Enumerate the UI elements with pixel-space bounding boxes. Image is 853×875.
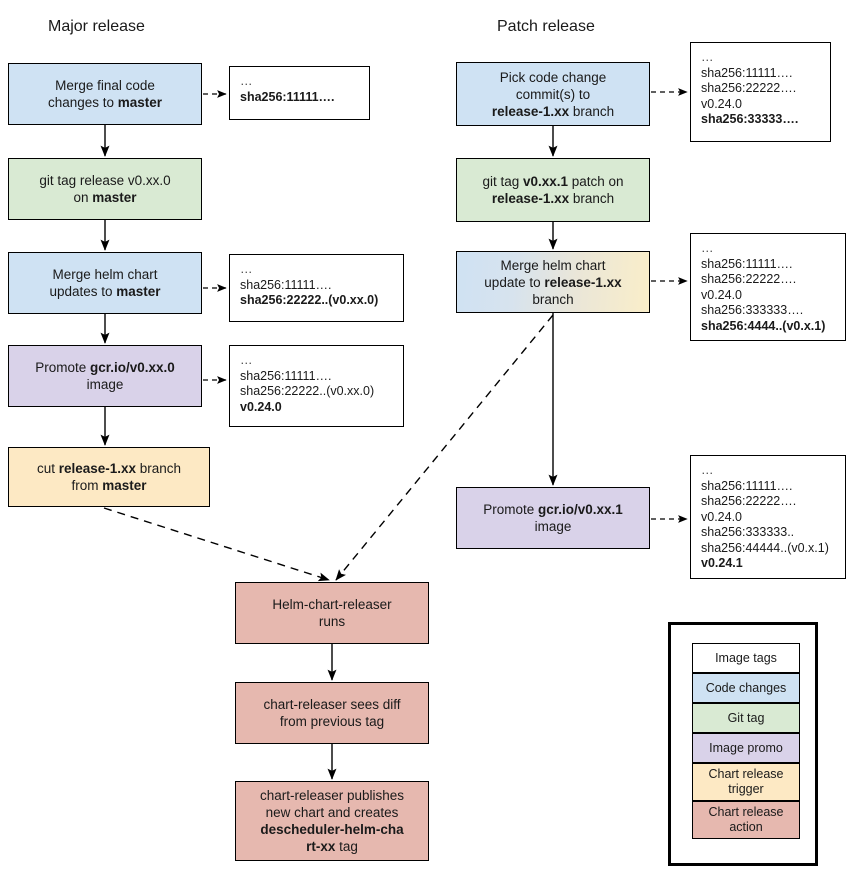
major-tag-arrows: [203, 90, 227, 384]
legend-item-image-promo: Image promo: [692, 733, 800, 763]
legend-item-code-changes: Code changes: [692, 673, 800, 703]
patch-tag-arrows: [651, 88, 688, 523]
legend-list: Image tags Code changes Git tag Image pr…: [692, 643, 800, 839]
infobox-tags-after-merge-final-code: … sha256:11111….: [229, 66, 370, 120]
column-title-patch-release: Patch release: [497, 18, 595, 35]
legend-item-chart-release-action: Chart release action: [692, 801, 800, 839]
column-title-major-release: Major release: [48, 18, 145, 35]
legend-item-git-tag: Git tag: [692, 703, 800, 733]
infobox-tags-after-promote-image-0: … sha256:11111…. sha256:22222..(v0.xx.0)…: [229, 345, 404, 427]
legend-item-chart-release-trigger: Chart release trigger: [692, 763, 800, 801]
infobox-tags-after-merge-helm-chart: … sha256:11111…. sha256:22222..(v0.xx.0): [229, 254, 404, 322]
infobox-tags-after-merge-helm-chart-release: … sha256:11111…. sha256:22222…. v0.24.0 …: [690, 233, 846, 341]
infobox-tags-after-pick-code-change: … sha256:11111…. sha256:22222…. v0.24.0 …: [690, 42, 831, 142]
legend-item-image-tags: Image tags: [692, 643, 800, 673]
legend-panel: Image tags Code changes Git tag Image pr…: [668, 622, 818, 866]
infobox-tags-after-promote-image-1: … sha256:11111…. sha256:22222…. v0.24.0 …: [690, 455, 846, 579]
